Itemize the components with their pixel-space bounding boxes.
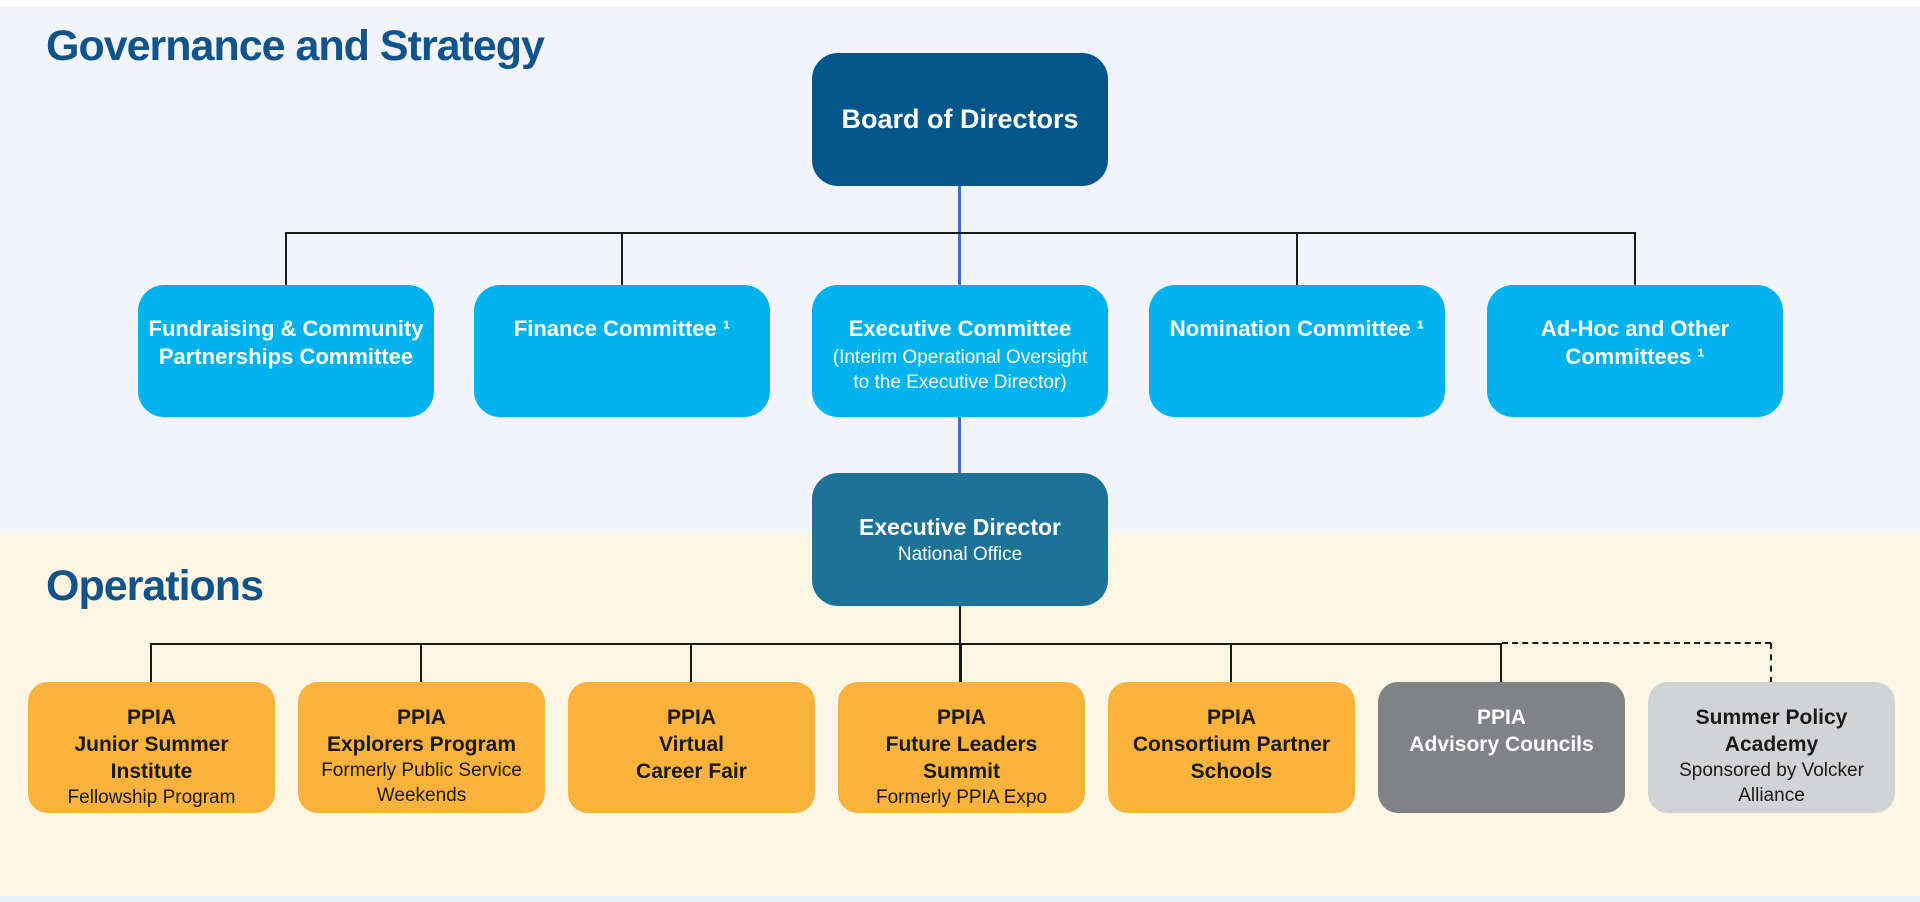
- connector-drop-summit: [960, 643, 962, 683]
- node-title: Executive Director: [859, 513, 1061, 540]
- node-title: Executive Committee: [848, 316, 1072, 341]
- connector-dashed-horizontal-spa: [1502, 642, 1771, 644]
- org-node-board-of-directors: Board of Directors: [812, 53, 1108, 186]
- connector-drop-advisory: [1500, 643, 1502, 683]
- connector-dashed-drop-spa: [1770, 643, 1772, 683]
- connector-drop-consortium: [1230, 643, 1232, 683]
- node-title: Finance Committee ¹: [513, 316, 731, 341]
- node-subtitle: Formerly PPIA Expo: [875, 787, 1048, 808]
- connector-drop-jsi: [150, 643, 152, 683]
- connector-drop-finance: [621, 232, 623, 285]
- connector-committees-horizontal: [285, 232, 1636, 234]
- board-label: Board of Directors: [841, 104, 1079, 134]
- node-subtitle: Fellowship Program: [67, 787, 236, 808]
- org-node-finance-committee: Finance Committee ¹: [474, 285, 770, 417]
- connector-execcommittee-to-director: [958, 417, 961, 473]
- top-margin-strip: [0, 0, 1920, 7]
- operations-section-title: Operations: [46, 562, 264, 610]
- org-node-executive-director: Executive Director National Office: [812, 473, 1108, 606]
- connector-drop-fundraising: [285, 232, 287, 285]
- governance-section-title: Governance and Strategy: [46, 22, 545, 70]
- bottom-margin-strip: [0, 896, 1920, 902]
- org-node-executive-committee: Executive Committee (Interim Operational…: [812, 285, 1108, 417]
- connector-drop-explorers: [420, 643, 422, 683]
- connector-drop-careerfair: [690, 643, 692, 683]
- connector-programs-horizontal: [150, 643, 1502, 645]
- org-node-nomination-committee: Nomination Committee ¹: [1149, 285, 1445, 417]
- connector-drop-nomination: [1296, 232, 1298, 285]
- node-subtitle: National Office: [897, 543, 1023, 565]
- node-title: Nomination Committee ¹: [1169, 316, 1425, 341]
- connector-drop-adhoc: [1634, 232, 1636, 285]
- connector-board-to-committees: [958, 185, 961, 285]
